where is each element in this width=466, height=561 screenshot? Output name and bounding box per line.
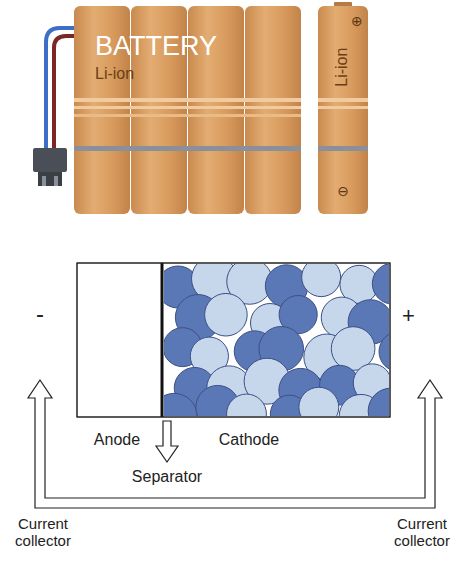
wires bbox=[46, 28, 78, 152]
cathode-label: Cathode bbox=[219, 431, 280, 449]
negative-terminal: ⊖ bbox=[337, 183, 349, 199]
cathode-particles bbox=[164, 264, 389, 416]
pack-chemistry: Li-ion bbox=[95, 65, 134, 83]
current-collector-arrow bbox=[28, 380, 442, 508]
current-collector-label: Current collector bbox=[3, 515, 83, 550]
battery-cell: Li-ion ⊕ ⊖ bbox=[318, 5, 368, 215]
cathode-particle bbox=[205, 293, 248, 336]
positive-terminal: ⊕ bbox=[351, 13, 363, 29]
cathode-particle bbox=[299, 387, 339, 416]
cathode-particle bbox=[368, 388, 389, 416]
negative-sign: - bbox=[36, 300, 44, 328]
positive-sign: + bbox=[402, 303, 415, 328]
cathode-region: Cathode bbox=[164, 263, 390, 417]
current-collector-label: Current collector bbox=[382, 515, 462, 550]
cathode-particle bbox=[372, 264, 389, 304]
pack-title: BATTERY bbox=[95, 31, 217, 62]
battery-pack: BATTERY Li-ion bbox=[73, 5, 301, 215]
anode-label: Anode bbox=[94, 431, 140, 449]
separator-arrow bbox=[156, 421, 178, 462]
battery-pack-cells bbox=[74, 6, 301, 214]
cathode-particle bbox=[164, 393, 197, 416]
single-cell bbox=[318, 2, 368, 214]
cell-chemistry: Li-ion bbox=[334, 47, 352, 86]
separator-line bbox=[161, 263, 164, 417]
electrode-cell bbox=[77, 256, 436, 439]
plug-connector bbox=[33, 148, 67, 186]
anode-region: Anode bbox=[77, 263, 162, 417]
separator-label: Separator bbox=[132, 468, 202, 486]
cathode-particle bbox=[227, 394, 267, 416]
cathode-particle bbox=[302, 264, 341, 297]
